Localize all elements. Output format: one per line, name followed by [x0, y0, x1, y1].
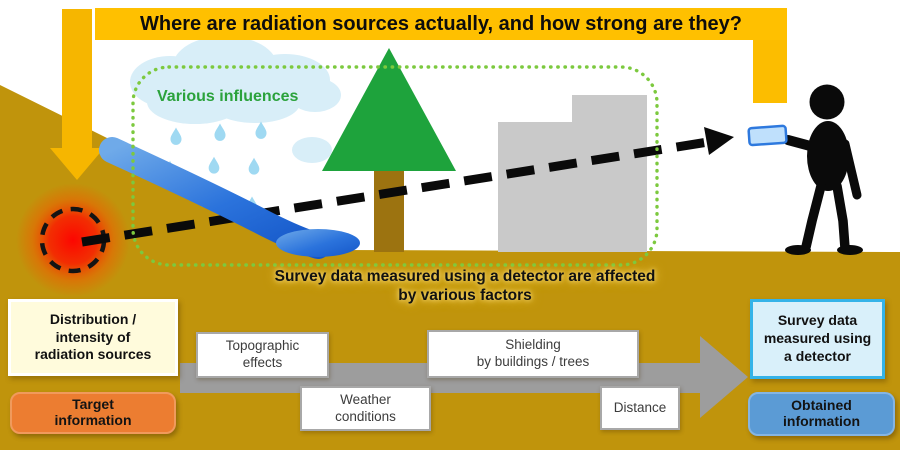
radiation-glow	[16, 183, 130, 297]
stream-icon	[99, 137, 360, 259]
tree-trunk	[374, 168, 404, 252]
measurement-arrow-icon	[81, 127, 734, 247]
rain-cloud-icon	[130, 36, 341, 163]
down-arrow-icon	[50, 9, 104, 180]
factor-shielding: Shielding by buildings / trees	[427, 330, 639, 378]
target-information-tag: Target information	[10, 392, 176, 434]
source-distribution-box: Distribution / intensity of radiation so…	[8, 299, 178, 376]
pond-icon	[276, 229, 360, 257]
influences-label: Various influences	[157, 88, 299, 105]
scene-caption: Survey data measured using a detector ar…	[274, 268, 656, 304]
radiation-source-icon	[16, 183, 130, 297]
detector-icon	[747, 124, 788, 147]
factor-distance: Distance	[600, 386, 680, 430]
factor-weather-conditions: Weather conditions	[300, 386, 431, 431]
survey-data-box: Survey data measured using a detector	[750, 299, 885, 379]
tree-canopy	[322, 48, 456, 171]
obtained-information-tag: Obtained information	[748, 392, 895, 436]
title-drop-bar-icon	[753, 38, 787, 103]
tree-icon	[322, 48, 456, 252]
page-title: Where are radiation sources actually, an…	[95, 8, 787, 40]
factor-topographic-effects: Topographic effects	[196, 332, 329, 378]
building-icon	[498, 95, 647, 252]
surveyor-person-icon	[783, 84, 863, 255]
